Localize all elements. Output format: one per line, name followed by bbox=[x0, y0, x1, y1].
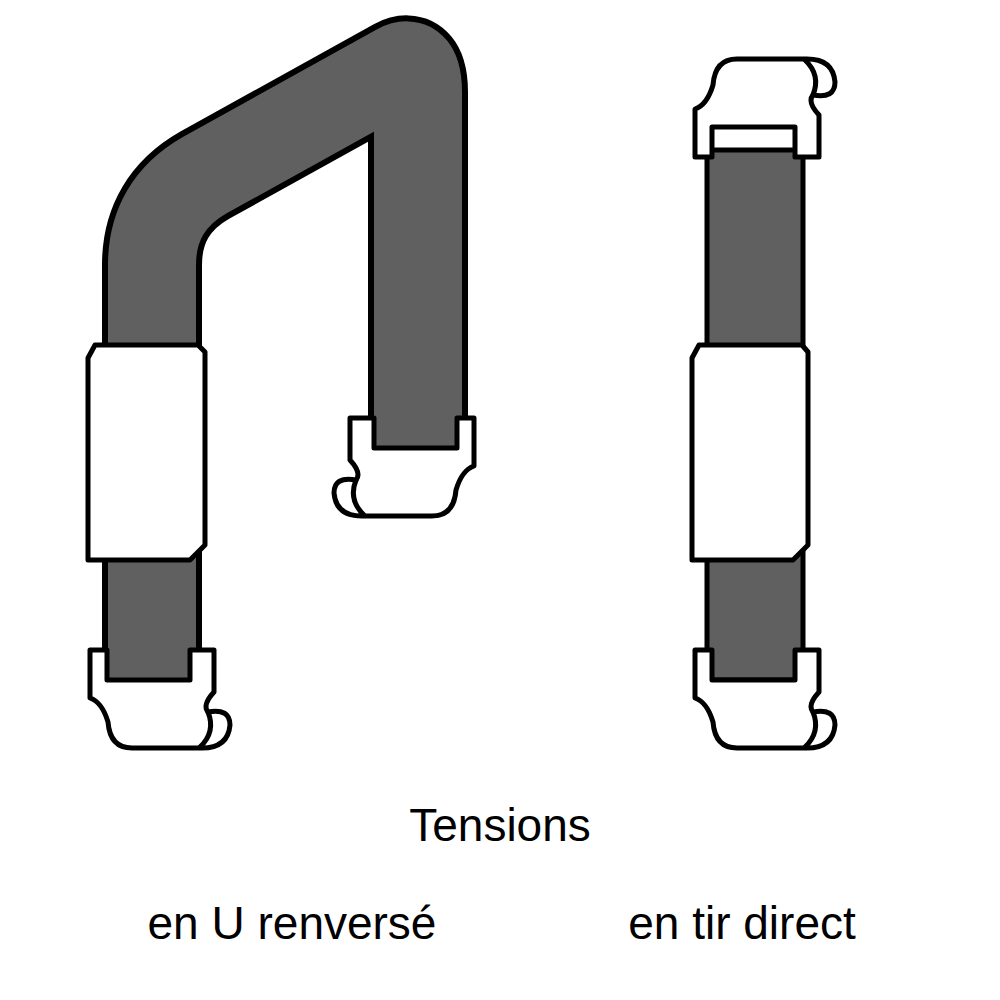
strap-hook bbox=[695, 59, 835, 157]
caption-label: en tir direct bbox=[628, 898, 856, 949]
strap-sleeve bbox=[88, 345, 205, 560]
caption-label: Tensions bbox=[409, 800, 591, 851]
strap-hook bbox=[695, 650, 835, 748]
u-strap bbox=[88, 65, 474, 748]
caption-label: en U renversé bbox=[148, 898, 437, 949]
strap-hook bbox=[334, 418, 474, 516]
strap-sleeve bbox=[692, 345, 808, 560]
strap-hook bbox=[90, 650, 230, 748]
straight-strap bbox=[692, 59, 835, 748]
